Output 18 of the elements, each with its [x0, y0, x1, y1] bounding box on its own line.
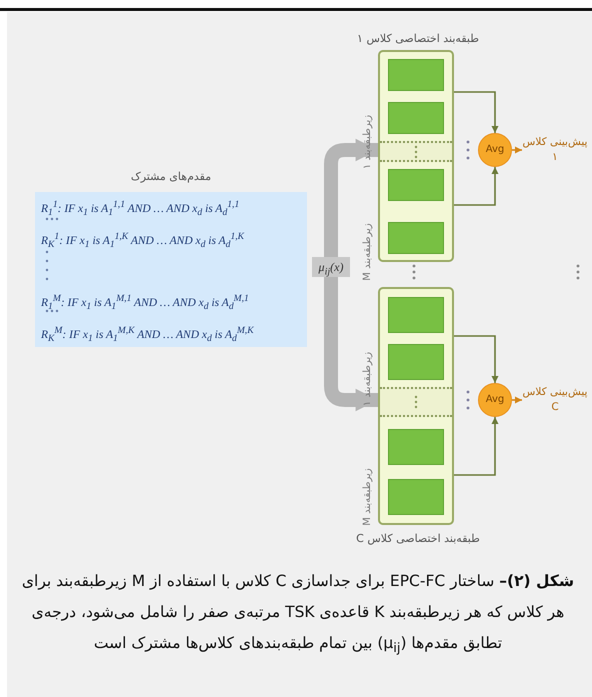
arrow — [512, 396, 522, 404]
arrow — [512, 146, 522, 154]
flow-arrow — [324, 138, 378, 257]
subclassifier-label: زیرطبقه‌بند ۱ — [361, 114, 374, 172]
classifier-title: طبقه‌بند اختصاصی کلاس ۱ — [356, 32, 480, 45]
membership-label: μ$_{ij}$(x) — [312, 257, 350, 277]
arrow — [454, 417, 498, 476]
prediction-label: پیش‌بینی کلاس ۱ — [522, 135, 588, 165]
panel-title: مقدم‌های مشترک — [130, 170, 212, 183]
arrow — [454, 167, 498, 206]
subclassifier-label: زیرطبقه‌بند ۱ — [361, 350, 374, 408]
subclassifier-label: زیرطبقه‌بند M — [361, 222, 374, 283]
classifier-title: طبقه‌بند اختصاصی کلاس C — [355, 532, 481, 545]
arrow — [454, 91, 498, 133]
prediction-label: پیش‌بینی کلاس C — [522, 385, 588, 415]
arrow — [454, 335, 498, 383]
subclassifier-label: زیرطبقه‌بند M — [361, 467, 374, 528]
flow-arrow — [324, 277, 378, 412]
